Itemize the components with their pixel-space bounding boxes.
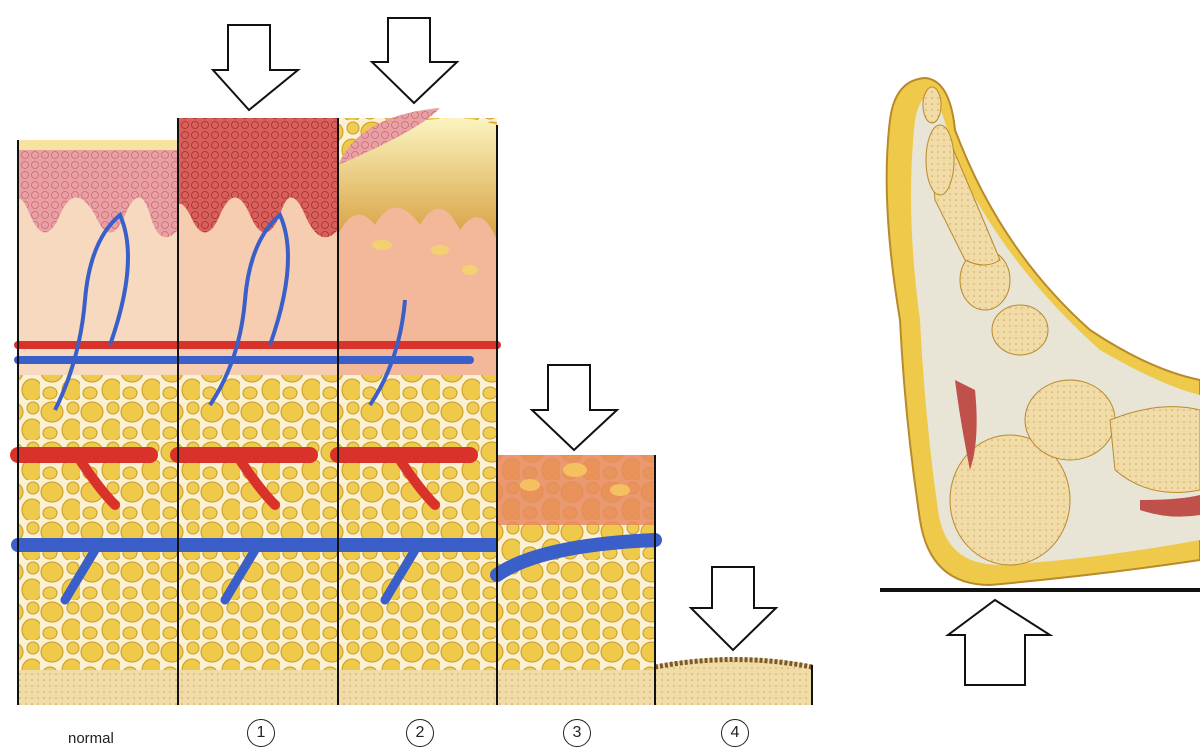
- column-stage-2: [330, 108, 502, 705]
- column-stage-3: [490, 455, 662, 705]
- pressure-arrow-4: [688, 566, 779, 652]
- column-stage-1: [170, 118, 342, 705]
- label-stage-4: 4: [721, 719, 749, 747]
- pressure-arrow-2: [369, 17, 460, 105]
- column-dividers: [17, 118, 813, 705]
- label-normal: normal: [68, 730, 114, 747]
- label-stage-1: 1: [247, 719, 275, 747]
- column-stage-4: [654, 657, 813, 705]
- label-stage-3: 3: [563, 719, 591, 747]
- foot-cross-section: [880, 76, 1200, 592]
- label-stage-2: 2: [406, 719, 434, 747]
- pressure-arrow-1: [210, 24, 301, 112]
- column-normal: [10, 140, 182, 705]
- pressure-arrow-3: [529, 364, 620, 452]
- pressure-arrow-up: [944, 598, 1054, 686]
